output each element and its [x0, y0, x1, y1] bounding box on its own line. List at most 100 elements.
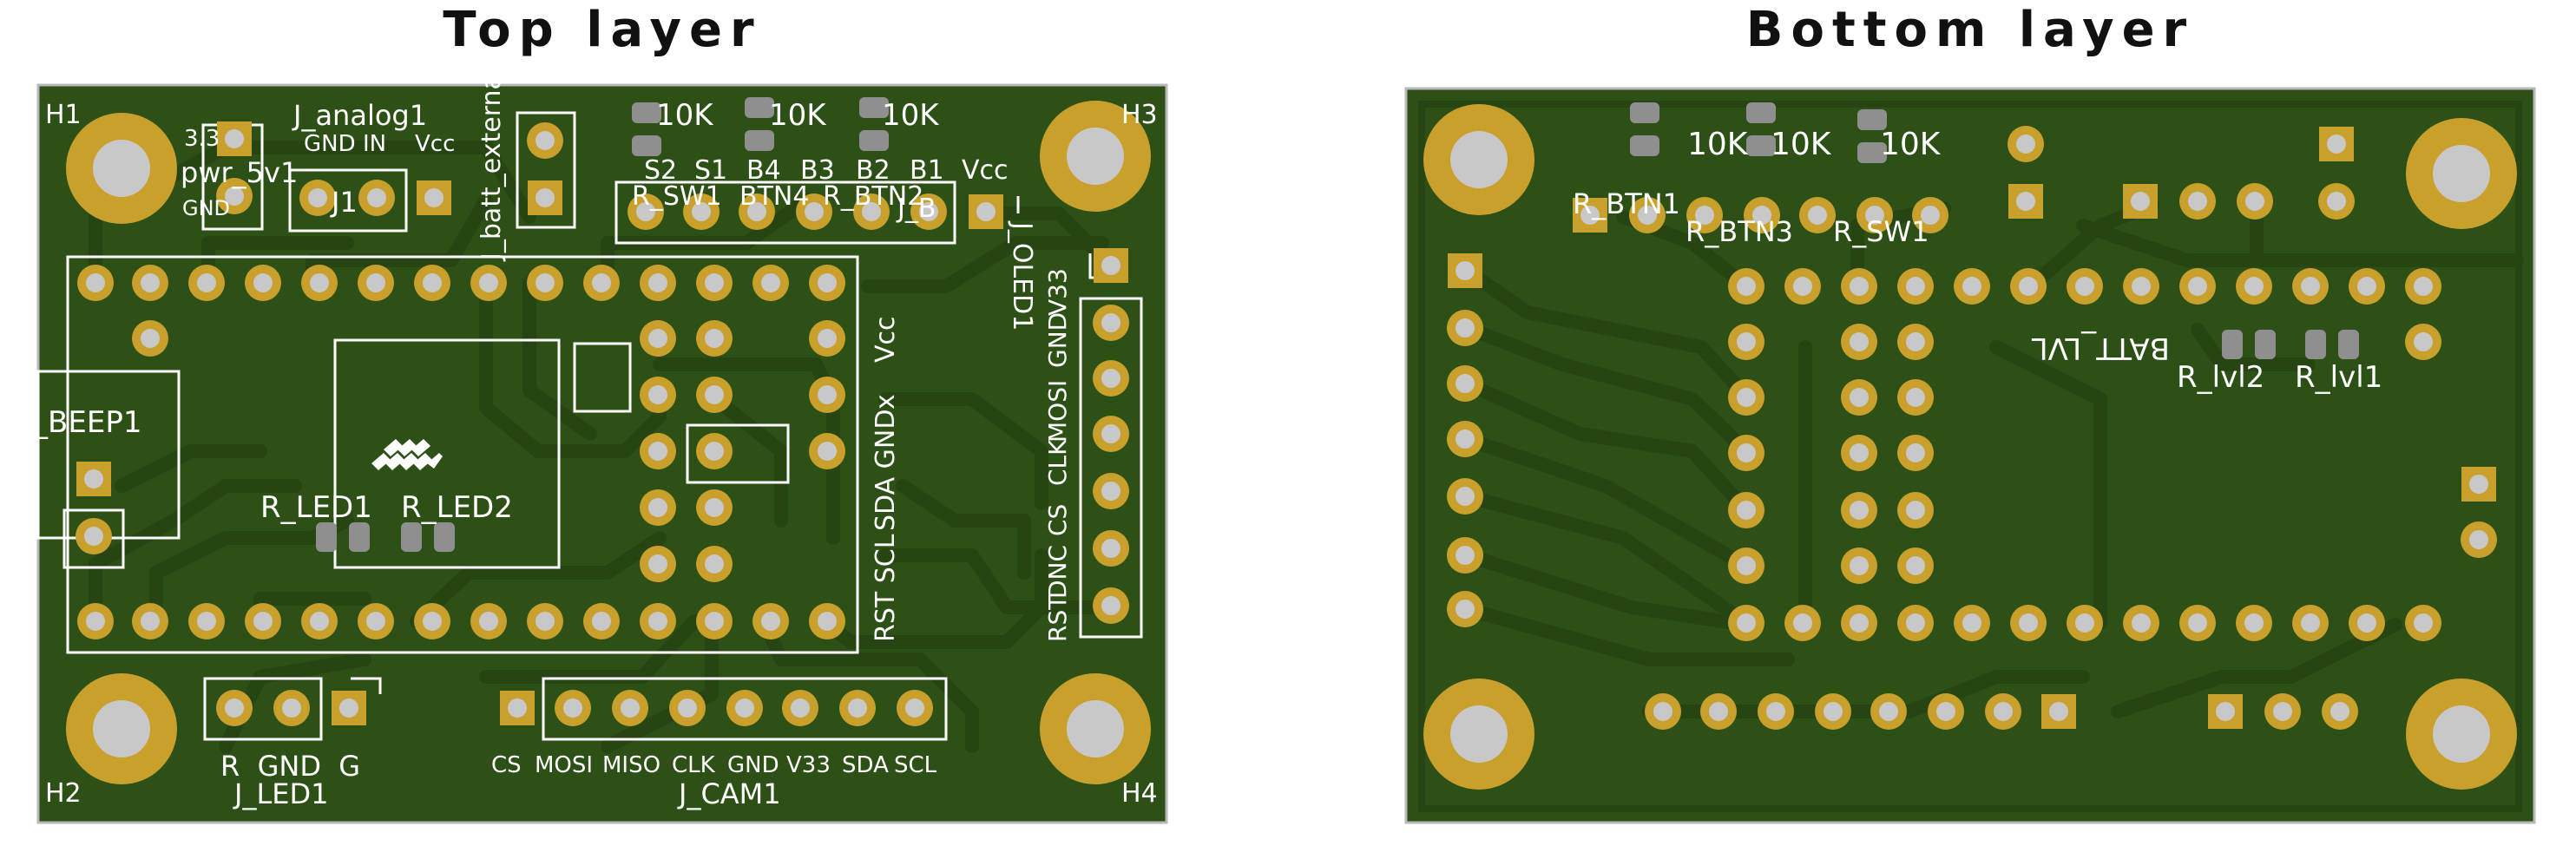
round-pad — [1897, 324, 1934, 360]
top-silkscreen-outlines — [36, 111, 1143, 741]
b-r10k-label-3: 10K — [1880, 127, 1942, 162]
round-pad — [1093, 587, 1129, 624]
round-pad — [640, 265, 676, 301]
round-pad — [1870, 693, 1907, 730]
round-pad — [640, 603, 676, 639]
rst-scl-label: RST SCL — [871, 534, 901, 642]
round-pad — [1841, 435, 1877, 471]
btn-ref-rbtn2: R_BTN2 — [823, 181, 923, 212]
round-pad — [897, 690, 933, 726]
round-pad — [910, 193, 947, 230]
round-pad — [2322, 693, 2358, 730]
round-pad — [1629, 197, 1666, 233]
mounting-hole — [1040, 673, 1151, 784]
copper-track — [1989, 340, 2107, 630]
b-rbtn1-label: R_BTN1 — [1573, 187, 1680, 220]
square-pad — [417, 180, 451, 215]
round-pad — [301, 265, 338, 301]
pwr-label: pwr_5v1 — [181, 156, 298, 189]
round-pad — [752, 265, 789, 301]
square-pad — [1573, 198, 1607, 233]
round-pad — [470, 603, 507, 639]
smd-resistor — [316, 522, 370, 552]
square-pad — [2319, 127, 2354, 161]
j-led1-label: J_LED1 — [233, 777, 328, 810]
smd-resistor — [745, 97, 774, 151]
top-layer-board: H1 H2 H3 H4 J_analog1 GND IN Vcc 3.3 pwr… — [23, 74, 1168, 824]
round-pad — [696, 320, 733, 357]
round-pad — [2236, 268, 2272, 305]
b-rsw1-label: R_SW1 — [1833, 215, 1929, 248]
copper-track — [878, 392, 1048, 510]
vcc-label: Vcc — [871, 316, 901, 363]
round-pad — [1841, 268, 1877, 305]
cam-pin-miso: MISO — [602, 752, 660, 778]
oled-pin-dnc: DNC — [1043, 545, 1072, 599]
smd-resistor — [1630, 102, 1659, 156]
copper-track — [115, 444, 267, 493]
round-pad — [245, 603, 281, 639]
round-pad — [527, 603, 563, 639]
round-pad — [1447, 537, 1483, 574]
round-pad — [640, 377, 676, 413]
top-silkscreen-text: H1 H2 H3 H4 J_analog1 GND IN Vcc 3.3 pwr… — [23, 74, 1158, 810]
copper-track — [861, 236, 1109, 293]
mounting-hole — [1040, 101, 1151, 212]
round-pad — [640, 320, 676, 357]
sda-gnd-label: SDA GND — [871, 410, 901, 531]
round-pad — [640, 433, 676, 469]
round-pad — [1897, 605, 1934, 641]
square-pad — [2461, 467, 2496, 502]
round-pad — [1954, 605, 1990, 641]
round-pad — [2236, 605, 2272, 641]
mounting-hole — [2406, 679, 2517, 790]
round-pad — [1447, 421, 1483, 457]
copper-track — [479, 276, 667, 458]
bottom-smd-resistors — [1630, 102, 2359, 359]
round-pad — [470, 265, 507, 301]
round-pad — [1897, 379, 1934, 416]
mounting-hole — [66, 673, 177, 784]
j1-label: J1 — [330, 186, 358, 219]
hole-label-h4: H4 — [1121, 778, 1158, 809]
round-pad — [696, 546, 733, 582]
j-analog-label: J_analog1 — [292, 99, 427, 132]
round-pad — [809, 320, 845, 357]
round-pad — [809, 433, 845, 469]
square-pad — [500, 691, 535, 725]
round-pad — [696, 489, 733, 526]
copper-track — [982, 207, 1109, 264]
btn-pin-vcc: Vcc — [962, 155, 1009, 186]
batt-label: J_batt_externa — [476, 74, 507, 262]
round-pad — [2405, 324, 2441, 360]
round-pad — [640, 546, 676, 582]
round-pad — [1700, 693, 1737, 730]
b-rlvl1-label: R_lvl1 — [2295, 360, 2382, 395]
b-r10k-label-1: 10K — [1687, 127, 1749, 162]
analog-pin-in: IN — [363, 131, 386, 157]
oled-pin-rst: RST — [1043, 594, 1072, 642]
copper-track — [2111, 618, 2402, 718]
round-pad — [2349, 268, 2385, 305]
round-pad — [2349, 605, 2385, 641]
mounting-hole — [1423, 679, 1534, 790]
bottom-layer-title: Bottom layer — [1745, 2, 2195, 58]
copper-track — [705, 389, 788, 528]
round-pad — [77, 265, 114, 301]
round-pad — [1841, 492, 1877, 528]
round-pad — [2067, 268, 2103, 305]
smd-resistor — [632, 102, 661, 156]
round-pad — [1815, 693, 1851, 730]
pwr-gnd-label: GND — [182, 196, 230, 220]
round-pad — [1728, 268, 1764, 305]
copper-track — [2191, 323, 2316, 371]
round-pad — [132, 603, 168, 639]
round-pad — [1841, 379, 1877, 416]
round-pad — [2237, 183, 2273, 220]
round-pad — [1447, 478, 1483, 515]
round-pad — [358, 265, 394, 301]
round-pad — [739, 193, 775, 230]
oled-label: J_OLED1 — [1007, 220, 1037, 331]
round-pad — [1447, 310, 1483, 346]
